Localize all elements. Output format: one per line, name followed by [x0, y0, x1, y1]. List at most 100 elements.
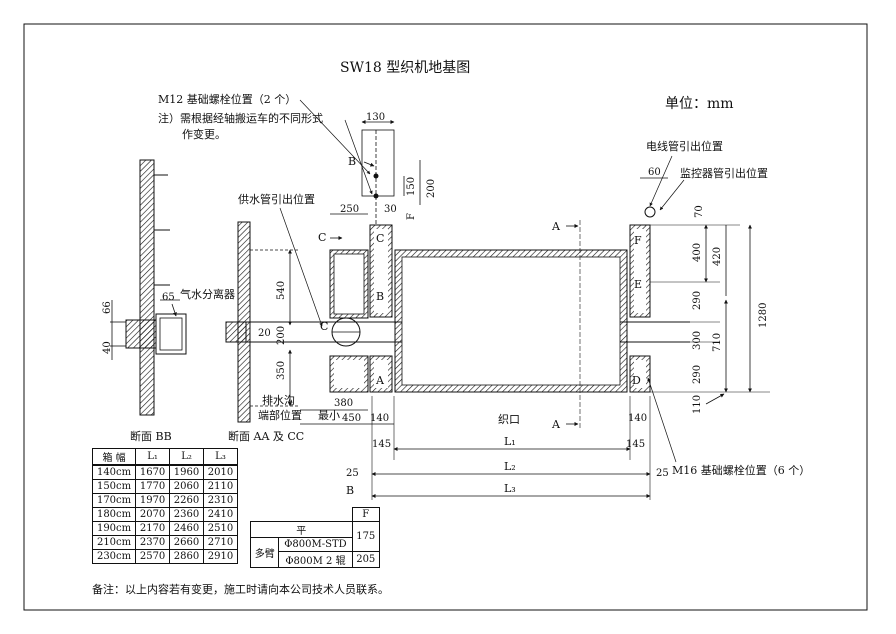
- cell: 2570: [135, 549, 171, 564]
- flat-label: 平: [250, 521, 353, 538]
- cell: 2860: [169, 549, 204, 564]
- option-2roll: Φ800M 2 辊: [278, 551, 353, 568]
- dim-l1: L₁: [504, 435, 516, 448]
- spec-header-width: 箱 幅: [91, 448, 137, 466]
- spec-header-l3: L₃: [203, 448, 238, 466]
- letter-c-left: C: [318, 231, 326, 244]
- cell: 2110: [203, 479, 238, 494]
- m16-label: M16 基础螺栓位置（6 个）: [672, 463, 810, 477]
- cell: 2370: [135, 535, 171, 550]
- separator-label: 气水分离器: [180, 287, 235, 301]
- dim-1280: 1280: [758, 303, 769, 328]
- loom-mouth-label: 织口: [498, 413, 520, 426]
- drain-label-2: 端部位置: [258, 408, 302, 422]
- dim-30: 30: [384, 204, 397, 215]
- letter-a-bottom: A: [551, 418, 561, 431]
- f-value-175: 175: [351, 521, 381, 552]
- letter-b-bottom: B: [346, 484, 354, 497]
- m12-note-line2: 注）需根据经轴搬运车的不同形式: [158, 111, 323, 125]
- cell: 2410: [203, 507, 238, 522]
- dim-150: 150: [406, 177, 417, 196]
- dim-20: 20: [258, 328, 271, 339]
- cell: 2910: [203, 549, 238, 564]
- cell: 2070: [135, 507, 171, 522]
- letter-c-mid: C: [320, 320, 328, 333]
- letter-c-block: C: [376, 232, 384, 245]
- drawing-title: SW18 型织机地基图: [340, 59, 470, 76]
- m12-note-line3: 作变更。: [182, 127, 226, 141]
- monitor-pipe-label: 监控器管引出位置: [680, 166, 768, 180]
- cell: 2170: [135, 521, 171, 536]
- dim-200b: 200: [276, 326, 287, 345]
- dim-380: 380: [334, 398, 353, 409]
- footer-note: 备注：以上内容若有变更，施工时请向本公司技术人员联系。: [92, 582, 389, 596]
- dim-25-right: 25: [656, 468, 669, 479]
- dim-200: 200: [426, 179, 437, 198]
- dim-250: 250: [340, 204, 359, 215]
- cell: 2060: [169, 479, 204, 494]
- letter-f: F: [634, 234, 642, 247]
- table-row: 平 175: [250, 521, 381, 552]
- dim-70: 70: [694, 205, 705, 218]
- dim-290-bottom: 290: [692, 365, 703, 384]
- letter-e: E: [634, 278, 642, 291]
- dim-140-right: 140: [628, 413, 647, 424]
- section-bb-label: 断面 BB: [130, 429, 172, 443]
- dim-420: 420: [712, 247, 723, 266]
- multi-label: 多臂: [249, 537, 280, 568]
- table-row: 多臂 Φ800M-STD: [249, 537, 380, 568]
- f-value-205: 205: [351, 551, 381, 568]
- section-aa-label: 断面 AA 及 CC: [228, 429, 304, 443]
- dim-140-left: 140: [370, 413, 389, 424]
- spec-table-header: 箱 幅 L₁ L₂ L₃: [91, 448, 238, 466]
- dim-f: F: [406, 213, 417, 220]
- cell: 2510: [203, 521, 238, 536]
- wire-pipe-label: 电线管引出位置: [646, 139, 723, 153]
- cell: 1960: [169, 464, 204, 480]
- dim-25-left: 25: [346, 468, 359, 479]
- cell: 2010: [203, 464, 238, 480]
- cell: 140cm: [91, 464, 137, 480]
- letter-d: D: [632, 374, 641, 387]
- cell: 170cm: [91, 493, 137, 508]
- dim-450: 450: [342, 413, 361, 424]
- dim-130: 130: [366, 112, 385, 123]
- dim-350: 350: [276, 361, 287, 380]
- table-row: F: [250, 507, 381, 522]
- dim-290-top: 290: [692, 291, 703, 310]
- letter-a-top: A: [551, 220, 561, 233]
- cell: 2710: [203, 535, 238, 550]
- letter-a-block: A: [375, 374, 385, 387]
- wire-pipe-circle: [644, 206, 656, 218]
- dim-65: 65: [162, 292, 175, 303]
- drain-label-1: 排水沟: [262, 393, 295, 407]
- dim-300: 300: [692, 331, 703, 350]
- cell: 190cm: [91, 521, 137, 536]
- option-std: Φ800M-STD: [278, 537, 353, 552]
- dim-145-right: 145: [626, 439, 645, 450]
- cell: 2460: [169, 521, 204, 536]
- dim-l2: L₂: [504, 460, 516, 473]
- letter-b-block: B: [376, 290, 384, 303]
- water-supply-label: 供水管引出位置: [238, 192, 315, 206]
- dim-66: 66: [102, 301, 113, 314]
- table-row: Φ800M 2 辊 205: [251, 551, 381, 568]
- cell: 230cm: [91, 549, 137, 564]
- cell: 180cm: [91, 507, 137, 522]
- spec-header-l2: L₂: [169, 448, 204, 466]
- cell: 2360: [169, 507, 204, 522]
- drawing-frame: [23, 23, 868, 611]
- letter-b-top: B: [348, 155, 356, 168]
- cell: 210cm: [91, 535, 137, 550]
- dim-60: 60: [648, 167, 661, 178]
- dim-540: 540: [276, 281, 287, 300]
- min-label: 最小: [318, 409, 340, 422]
- dim-l3: L₃: [504, 482, 516, 495]
